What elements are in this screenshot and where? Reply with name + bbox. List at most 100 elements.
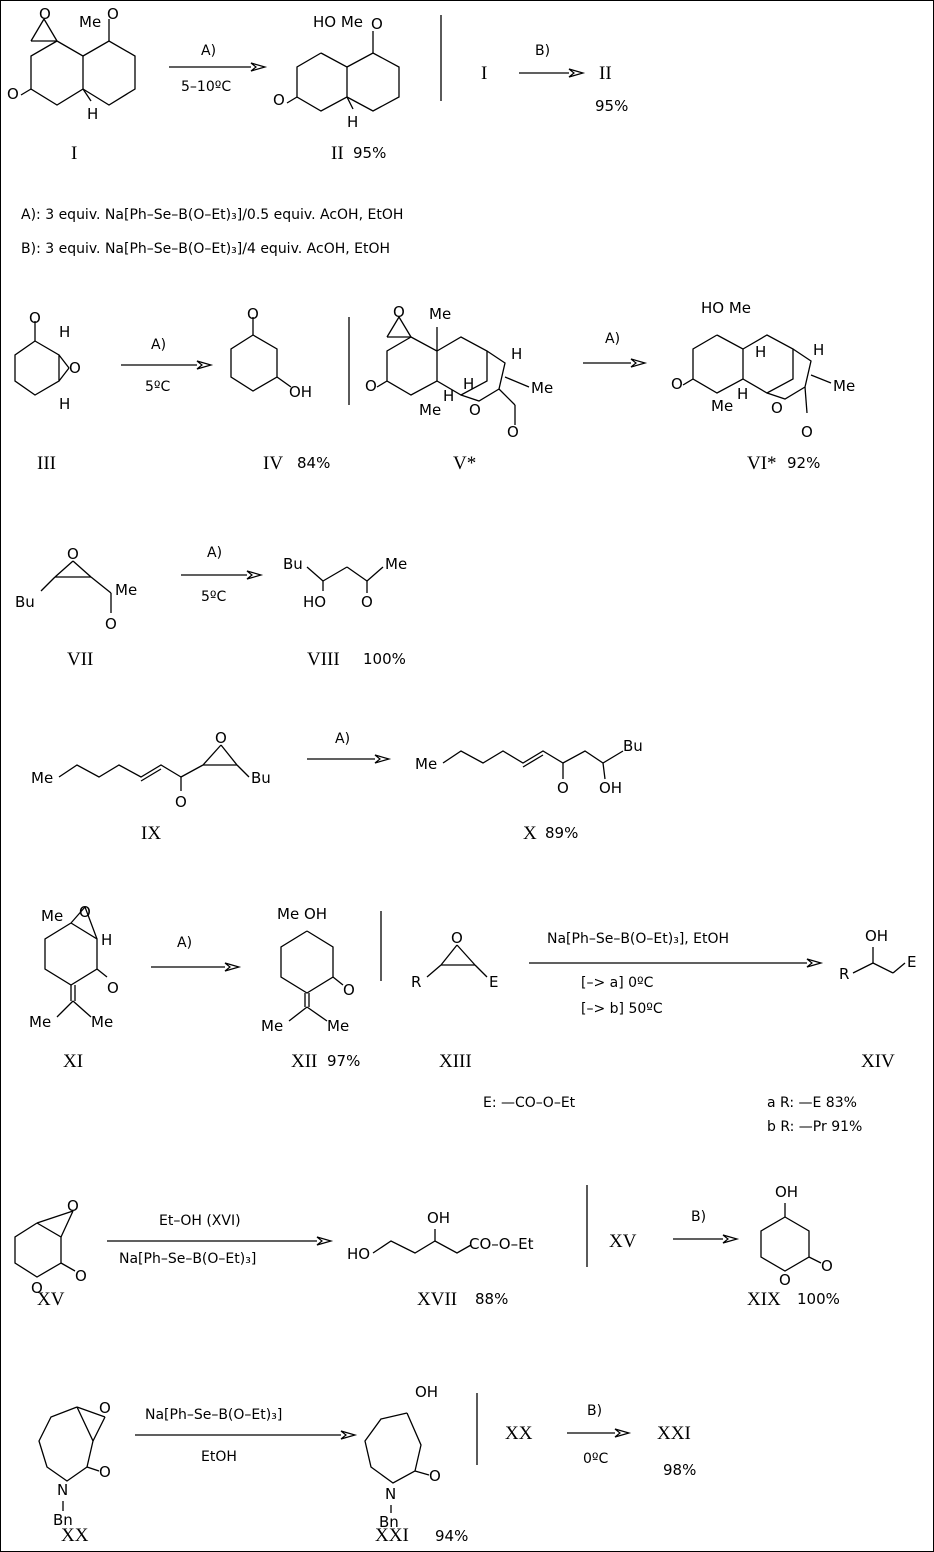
atom-label: R	[839, 965, 849, 983]
yield-label: 88%	[475, 1290, 508, 1308]
atom-label: O	[451, 929, 463, 947]
condition-B-note: B): 3 equiv. Na[Ph–Se–B(O–Et)₃]/4 equiv.…	[21, 241, 390, 257]
arrow-label: A)	[335, 731, 350, 747]
compound-IX-structure: Me O O Bu	[31, 729, 271, 811]
arrow-condition: [–> b] 50ºC	[581, 1001, 663, 1017]
atom-label: O	[343, 981, 355, 999]
yield-label: 100%	[363, 650, 406, 668]
yield-label: 92%	[787, 454, 820, 472]
atom-label: Me	[419, 401, 441, 419]
atom-label: O	[7, 85, 19, 103]
legend-E: E: —CO–O–Et	[483, 1095, 576, 1111]
atom-label: Me	[41, 907, 63, 925]
arrow-reagent: EtOH	[201, 1449, 237, 1465]
atom-label: H	[737, 385, 748, 403]
atom-label: H	[443, 387, 454, 405]
atom-label: Me	[91, 1013, 113, 1031]
compound-XXI-structure: OH O N Bn	[364, 1383, 441, 1531]
yield-label: 95%	[353, 144, 386, 162]
atom-label: Me	[385, 555, 407, 573]
atom-label: O	[507, 423, 519, 441]
atom-label: O	[371, 15, 383, 33]
compound-label: I	[71, 143, 77, 164]
compound-II-structure: O O HO Me H	[273, 13, 400, 131]
atom-label: O	[469, 401, 481, 419]
atom-label: O	[429, 1467, 441, 1485]
compound-label: X	[523, 823, 537, 844]
atom-label: O	[247, 305, 259, 323]
atom-label: O	[39, 5, 51, 23]
atom-label: Me	[327, 1017, 349, 1035]
atom-label: O	[771, 399, 783, 417]
atom-label: Me	[531, 379, 553, 397]
atom-label: OH	[415, 1383, 438, 1401]
atom-label: H	[87, 105, 98, 123]
atom-label: O	[557, 779, 569, 797]
atom-label: N	[57, 1481, 68, 1499]
atom-label: Bu	[283, 555, 303, 573]
arrow-condition: 0ºC	[583, 1451, 609, 1467]
compound-label: I	[481, 63, 487, 84]
legend-row-b: b R: —Pr 91%	[767, 1119, 862, 1135]
atom-label: Bu	[623, 737, 643, 755]
atom-label: O	[215, 729, 227, 747]
compound-label: XV	[609, 1231, 637, 1252]
condition-A-note: A): 3 equiv. Na[Ph–Se–B(O–Et)₃]/0.5 equi…	[21, 207, 403, 223]
yield-label: 84%	[297, 454, 330, 472]
atom-label: O	[69, 359, 81, 377]
compound-label: II	[599, 63, 612, 84]
atom-label: R	[411, 973, 421, 991]
compound-label: XXI	[657, 1423, 691, 1444]
atom-label: O	[273, 91, 285, 109]
yield-label: 97%	[327, 1052, 360, 1070]
atom-label: O	[67, 1197, 79, 1215]
arrow-reagent: Et–OH (XVI)	[159, 1213, 241, 1229]
atom-label: Me	[31, 769, 53, 787]
arrow-label: B)	[691, 1209, 706, 1225]
compound-label: XII	[291, 1051, 317, 1072]
atom-label: Me	[29, 1013, 51, 1031]
compound-label: XI	[63, 1051, 83, 1072]
compound-label: VIII	[307, 649, 340, 670]
compound-label: V*	[453, 453, 476, 474]
atom-label: Me	[415, 755, 437, 773]
compound-label: VI*	[747, 453, 777, 474]
compound-VII-structure: O Bu Me O	[15, 545, 137, 633]
atom-label: O	[393, 303, 405, 321]
arrow-label: A)	[605, 331, 620, 347]
arrow-reagent: Na[Ph–Se–B(O–Et)₃], EtOH	[547, 931, 729, 947]
arrow-label: B)	[587, 1403, 602, 1419]
compound-III-structure: O O H H	[14, 309, 81, 413]
atom-label: H	[463, 375, 474, 393]
arrow-condition: 5ºC	[145, 379, 171, 395]
atom-label: H	[755, 343, 766, 361]
atom-label: H	[347, 113, 358, 131]
yield-label: 95%	[595, 97, 628, 115]
atom-label: O	[99, 1399, 111, 1417]
atom-label: Bu	[251, 769, 271, 787]
compound-X-structure: Me O OH Bu	[415, 737, 643, 797]
compound-label: XV	[37, 1289, 65, 1310]
atom-label: Me	[833, 377, 855, 395]
compound-VIII-structure: Bu Me HO O	[283, 555, 407, 611]
compound-label: XVII	[417, 1289, 457, 1310]
compound-label: VII	[67, 649, 93, 670]
atom-label: OH	[775, 1183, 798, 1201]
legend-row-a: a R: —E 83%	[767, 1095, 857, 1111]
compound-IV-structure: O OH	[230, 305, 312, 401]
compound-label: XX	[61, 1525, 89, 1546]
atom-label: N	[385, 1485, 396, 1503]
compound-I-structure: O O O Me H	[7, 5, 136, 123]
arrow-label: A)	[151, 337, 166, 353]
yield-label: 98%	[663, 1461, 696, 1479]
atom-label: O	[107, 979, 119, 997]
atom-label: O	[361, 593, 373, 611]
compound-label: XIX	[747, 1289, 781, 1310]
atom-label: O	[29, 309, 41, 327]
atom-label: Me	[115, 581, 137, 599]
compound-V-structure: O O Me Me H H H O O Me	[365, 303, 553, 441]
atom-label: O	[779, 1271, 791, 1289]
atom-label: H	[59, 395, 70, 413]
atom-label: OH	[427, 1209, 450, 1227]
atom-label: O	[31, 1279, 43, 1297]
